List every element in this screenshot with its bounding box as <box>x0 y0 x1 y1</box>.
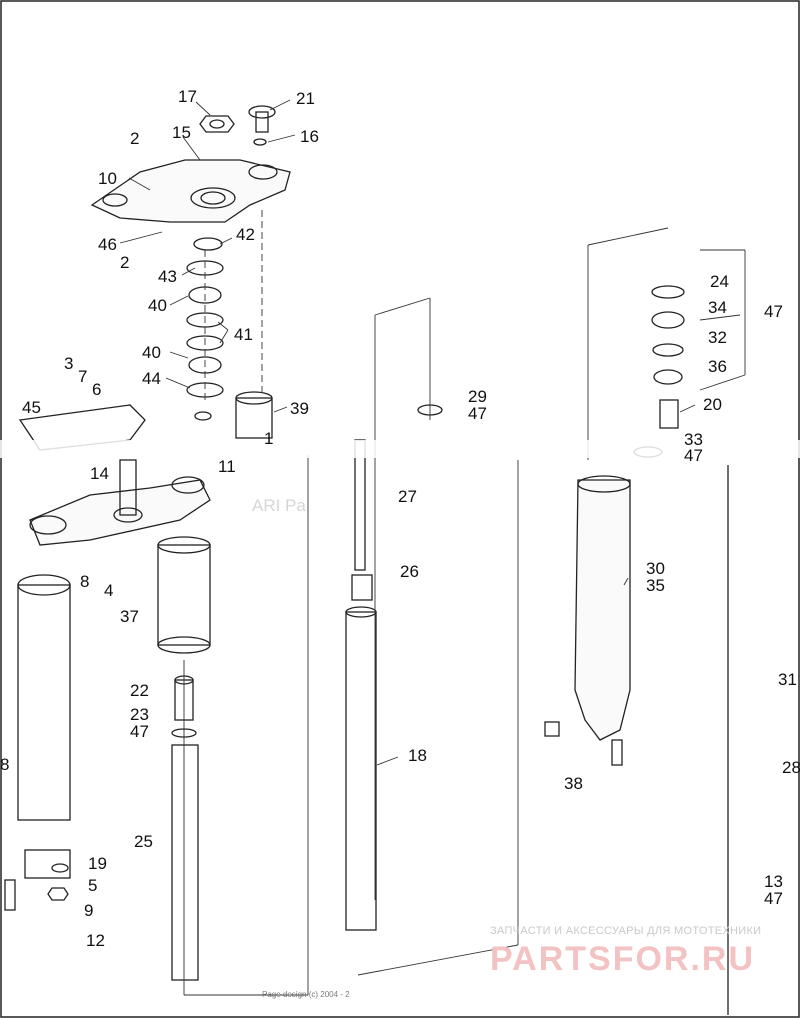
watermark-logo: PARTSFOR.RU <box>490 940 756 978</box>
callout-17: 17 <box>178 87 197 106</box>
callout-32: 32 <box>708 328 727 347</box>
callout-4: 4 <box>104 581 114 600</box>
callout-14: 14 <box>90 464 109 483</box>
callout-26: 26 <box>400 562 419 581</box>
callout-38: 38 <box>564 774 583 793</box>
callout-1: 1 <box>264 429 274 448</box>
callout-47-right: 47 <box>764 302 783 321</box>
callout-43: 43 <box>158 267 177 286</box>
callout-2-lower: 2 <box>120 253 130 272</box>
callout-40: 40 <box>148 296 167 315</box>
callout-47-mid: 47 <box>684 446 703 465</box>
callout-23: 23 <box>130 705 149 724</box>
callout-24: 24 <box>710 272 729 291</box>
watermark-tagline: ЗАПЧАСТИ И АКСЕССУАРЫ ДЛЯ МОТОТЕХНИКИ <box>490 925 762 937</box>
callout-18: 18 <box>408 746 427 765</box>
callout-19: 19 <box>88 854 107 873</box>
callout-6: 6 <box>92 380 102 399</box>
callout-42: 42 <box>236 225 255 244</box>
callout-39: 39 <box>290 399 309 418</box>
callout-5: 5 <box>88 876 98 895</box>
callout-36: 36 <box>708 357 727 376</box>
callout-22: 22 <box>130 681 149 700</box>
callout-11: 11 <box>218 457 236 476</box>
callout-37: 37 <box>120 607 139 626</box>
footer-copyright: Page design (c) 2004 - 2 <box>262 990 350 999</box>
ari-watermark: ARI Pa <box>252 496 306 515</box>
callout-47: 47 <box>130 722 149 741</box>
callout-30: 30 <box>646 559 665 578</box>
callout-9: 9 <box>84 901 94 920</box>
callout-8: 8 <box>80 572 90 591</box>
callout-12: 12 <box>86 931 105 950</box>
callout-28: 28 <box>782 758 800 777</box>
callout-33: 33 <box>684 430 703 449</box>
callout-3: 3 <box>64 354 74 373</box>
callout-46: 46 <box>98 235 117 254</box>
callout-31: 31 <box>778 670 797 689</box>
callout-2: 2 <box>130 129 140 148</box>
callout-41: 41 <box>234 325 253 344</box>
callout-47-bottom: 47 <box>764 889 783 908</box>
callout-47-upper: 47 <box>468 404 487 423</box>
callout-21: 21 <box>296 89 315 108</box>
callout-27: 27 <box>398 487 417 506</box>
callout-15: 15 <box>172 123 191 142</box>
callout-29: 29 <box>468 387 487 406</box>
callout-44: 44 <box>142 369 161 388</box>
callout-40-lower: 40 <box>142 343 161 362</box>
callout-35: 35 <box>646 576 665 595</box>
callout-8-edge: 8 <box>0 755 10 774</box>
callout-25: 25 <box>134 832 153 851</box>
callout-13: 13 <box>764 872 783 891</box>
callout-34: 34 <box>708 298 727 317</box>
callout-16: 16 <box>300 127 319 146</box>
callout-7: 7 <box>78 367 88 386</box>
callout-10: 10 <box>98 169 117 188</box>
callout-45: 45 <box>22 398 41 417</box>
callout-20: 20 <box>703 395 722 414</box>
